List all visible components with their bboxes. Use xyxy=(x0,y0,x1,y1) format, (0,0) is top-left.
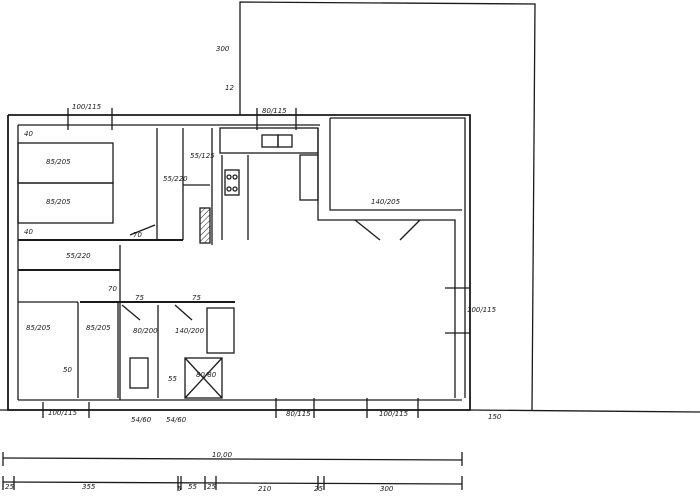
balcony-outline xyxy=(239,1,536,411)
window-bottom-wc-label: 54/60 xyxy=(131,416,152,424)
window-top-kitchen-label: 80/115 xyxy=(262,107,287,115)
total-width-label: 10,00 xyxy=(212,451,233,459)
wc-door-label: 80/200 xyxy=(133,327,158,335)
chain-dim-3: 5 xyxy=(177,485,182,493)
window-right-side-label: 100/115 xyxy=(467,306,497,314)
chain-dim-8: 300 xyxy=(380,485,394,493)
terrace-door-label: 140/205 xyxy=(371,198,401,206)
shower-label: 80/80 xyxy=(196,371,217,379)
door-70-a: 70 xyxy=(133,231,142,239)
bedroom-left-label: 85/205 xyxy=(26,324,51,332)
width-75-b: 75 xyxy=(192,294,201,302)
dim-40-bottom: 40 xyxy=(24,228,33,236)
closet-label: 55/125 xyxy=(190,152,215,160)
outer-wall xyxy=(7,114,471,411)
chain-dim-6: 210 xyxy=(258,485,272,493)
door-label-1: 85/205 xyxy=(46,158,71,166)
bedroom-mid-label: 85/205 xyxy=(86,324,111,332)
chain-dim-5: 25 xyxy=(207,483,216,491)
chain-dim-7: 25 xyxy=(314,485,323,493)
window-top-left-label: 100/115 xyxy=(72,103,102,111)
balcony-offset-label: 12 xyxy=(225,84,234,92)
width-75-a: 75 xyxy=(135,294,144,302)
bath-door-label: 140/200 xyxy=(175,327,205,335)
wardrobe-label: 55/220 xyxy=(163,175,188,183)
window-bottom-left-label: 100/115 xyxy=(48,409,78,417)
door-70-b: 70 xyxy=(108,285,117,293)
door-label-2: 85/205 xyxy=(46,198,71,206)
window-bottom-right-label: 100/115 xyxy=(379,410,409,418)
window-bottom-bath-label: 54/60 xyxy=(166,416,187,424)
chain-dim-1: 25 xyxy=(5,483,14,491)
dim-40-top: 40 xyxy=(24,130,33,138)
window-bottom-mid-label: 80/115 xyxy=(286,410,311,418)
chain-dim-2: 355 xyxy=(82,483,96,491)
dim-150: 150 xyxy=(488,413,502,421)
balcony-depth-label: 300 xyxy=(216,45,230,53)
dim-50: 50 xyxy=(63,366,72,374)
chain-dim-4: 55 xyxy=(188,483,197,491)
dim-55: 55 xyxy=(168,375,177,383)
hall-door-label: 55/220 xyxy=(66,252,91,260)
